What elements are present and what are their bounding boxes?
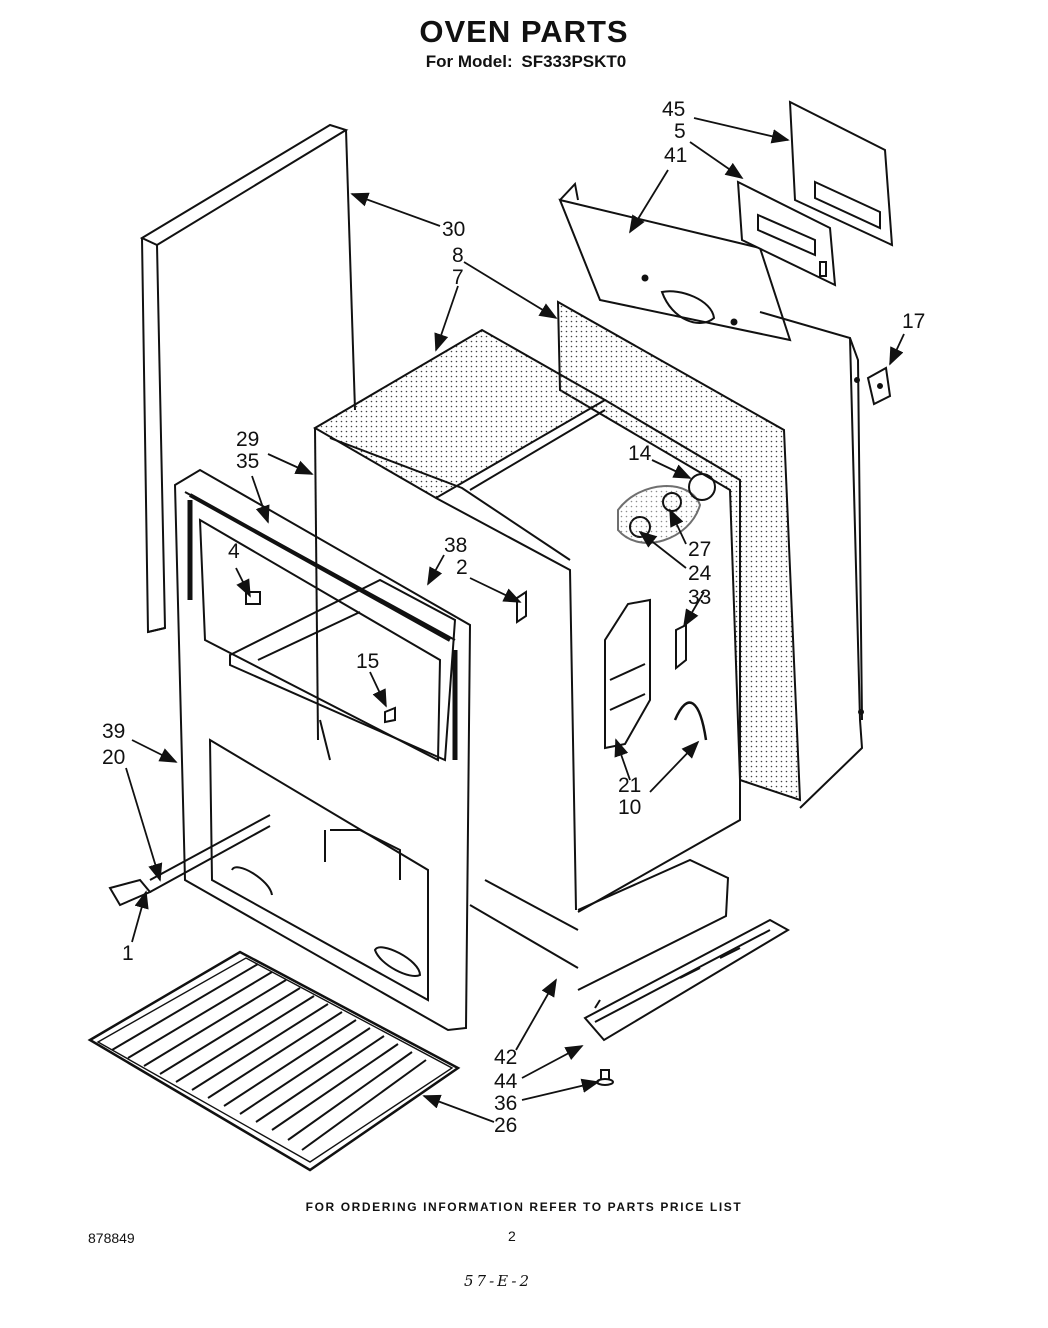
callout-10: 10 <box>618 796 641 819</box>
callout-38: 38 <box>444 534 467 557</box>
back-panel <box>558 181 792 342</box>
oven-liner <box>313 328 741 991</box>
callout-2: 2 <box>456 556 468 579</box>
document-number: 878849 <box>88 1230 135 1246</box>
small-parts <box>245 590 527 724</box>
handwritten-note: 57-E-2 <box>464 1272 532 1290</box>
callout-20: 20 <box>102 746 125 769</box>
callout-5: 5 <box>674 120 686 143</box>
leader-lines <box>125 117 905 1123</box>
callout-41: 41 <box>664 144 687 167</box>
callout-45: 45 <box>662 98 685 121</box>
oven-front-frame <box>173 468 472 1032</box>
bracket-17 <box>866 366 892 406</box>
page-title: OVEN PARTS <box>419 14 629 49</box>
callout-29: 29 <box>236 428 259 451</box>
callout-42: 42 <box>494 1046 517 1069</box>
callout-26: 26 <box>494 1114 517 1137</box>
callout-4: 4 <box>228 540 240 563</box>
bottom-rail <box>583 918 791 1042</box>
mounting-brackets <box>736 100 894 287</box>
oven-rack <box>87 950 461 1172</box>
leveling-leg <box>596 1069 614 1086</box>
insulation-panel <box>556 300 802 802</box>
callout-27: 27 <box>688 538 711 561</box>
oven-floor-panel <box>229 578 457 880</box>
callout-7: 7 <box>452 266 464 289</box>
callout-35: 35 <box>236 450 259 473</box>
page-number: 2 <box>508 1228 516 1244</box>
callout-17: 17 <box>902 310 925 333</box>
callout-36: 36 <box>494 1092 517 1115</box>
callout-33: 33 <box>688 586 711 609</box>
callout-21: 21 <box>618 774 641 797</box>
callout-30: 30 <box>442 218 465 241</box>
callout-14: 14 <box>628 442 652 465</box>
outer-side-panel <box>759 311 864 809</box>
ordering-note: FOR ORDERING INFORMATION REFER TO PARTS … <box>305 1200 743 1214</box>
model-number: SF333PSKT0 <box>521 52 627 71</box>
callout-24: 24 <box>688 562 712 585</box>
model-line: For Model: SF333PSKT0 <box>0 52 1048 72</box>
callout-8: 8 <box>452 244 464 267</box>
burner-tube <box>108 814 271 907</box>
callout-44: 44 <box>494 1070 518 1093</box>
side-vent <box>604 598 708 750</box>
callout-numbers: 45 5 41 30 8 7 17 29 35 14 38 2 4 27 24 … <box>102 98 925 1137</box>
side-panel <box>139 123 356 634</box>
callout-1: 1 <box>122 942 134 965</box>
model-label: For Model: <box>425 52 513 71</box>
callout-39: 39 <box>102 720 125 743</box>
callout-15: 15 <box>356 650 379 673</box>
light-assembly <box>617 473 716 544</box>
